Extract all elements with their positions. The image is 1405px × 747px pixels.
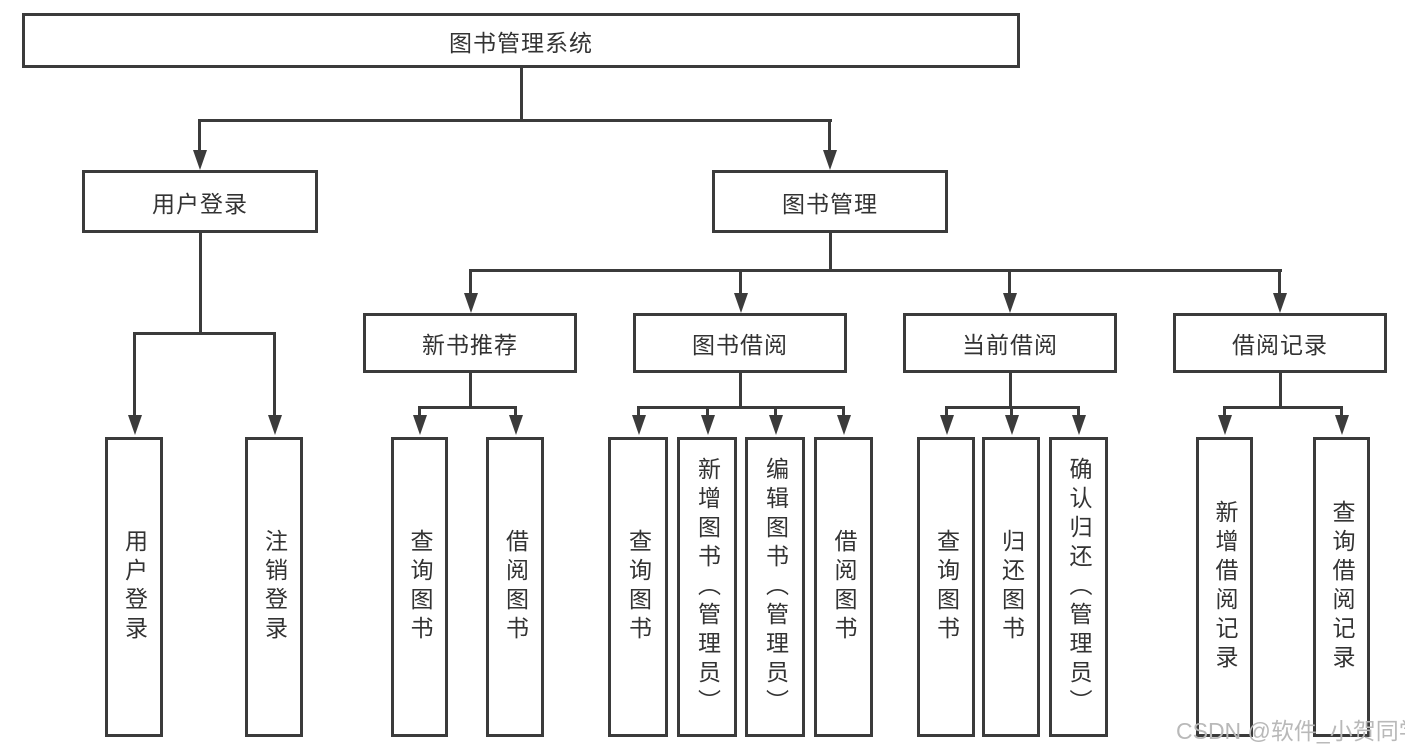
node-root: 图书管理系统 xyxy=(22,13,1020,68)
leaf-label: 注销登录 xyxy=(261,529,288,645)
down-arrow-icon xyxy=(1008,270,1011,293)
down-arrow-icon xyxy=(842,407,845,415)
down-arrow-icon xyxy=(1278,270,1281,293)
connector-records-rail xyxy=(1223,406,1343,409)
leaf-recommend-borrow-books: 借阅图书 xyxy=(486,437,544,737)
connector-recommend-stem xyxy=(469,372,472,407)
node-book-borrowing-label: 图书借阅 xyxy=(692,332,788,358)
leaf-user-login: 用户登录 xyxy=(105,437,163,737)
down-arrow-icon xyxy=(706,407,709,415)
leaf-label: 归还图书 xyxy=(998,529,1025,645)
leaf-records-query-record: 查询借阅记录 xyxy=(1313,437,1370,737)
leaf-label: 查询图书 xyxy=(933,529,960,645)
connector-borrowing-rail xyxy=(637,406,845,409)
down-arrow-icon xyxy=(198,120,201,150)
node-new-book-recommendation-label: 新书推荐 xyxy=(422,332,518,358)
connector-root-rail xyxy=(198,119,832,122)
node-user-login-label: 用户登录 xyxy=(152,190,248,217)
leaf-label: 新增借阅记录 xyxy=(1212,500,1238,674)
connector-root-stem xyxy=(520,66,523,120)
connector-current-stem xyxy=(1009,372,1012,407)
leaf-label: 编辑图书（管理员） xyxy=(762,456,789,718)
connector-user-login-stem xyxy=(199,232,202,333)
down-arrow-icon xyxy=(1223,407,1226,415)
node-new-book-recommendation: 新书推荐 xyxy=(363,313,577,373)
down-arrow-icon xyxy=(514,407,517,415)
node-current-borrowing-label: 当前借阅 xyxy=(962,332,1058,358)
connector-borrowing-stem xyxy=(739,372,742,407)
node-borrowing-records-label: 借阅记录 xyxy=(1232,332,1328,358)
leaf-label: 确认归还（管理员） xyxy=(1066,456,1092,718)
watermark: CSDN @软件_小贺同学 xyxy=(1176,718,1405,744)
down-arrow-icon xyxy=(273,333,276,415)
leaf-label: 新增图书（管理员） xyxy=(694,456,721,718)
connector-book-mgmt-stem xyxy=(829,232,832,270)
node-book-management: 图书管理 xyxy=(712,170,948,233)
leaf-logout: 注销登录 xyxy=(245,437,303,737)
leaf-borrow-add-books-admin: 新增图书（管理员） xyxy=(677,437,737,737)
leaf-borrow-borrow-books: 借阅图书 xyxy=(814,437,873,737)
down-arrow-icon xyxy=(828,120,831,150)
leaf-borrow-edit-books-admin: 编辑图书（管理员） xyxy=(745,437,805,737)
connector-recommend-rail xyxy=(418,406,517,409)
node-borrowing-records: 借阅记录 xyxy=(1173,313,1387,373)
leaf-label: 借阅图书 xyxy=(502,529,529,645)
down-arrow-icon xyxy=(418,407,421,415)
connector-records-stem xyxy=(1279,372,1282,407)
leaf-current-return-books: 归还图书 xyxy=(982,437,1040,737)
leaf-current-query-books: 查询图书 xyxy=(917,437,975,737)
down-arrow-icon xyxy=(133,333,136,415)
leaf-recommend-query-books: 查询图书 xyxy=(391,437,448,737)
connector-user-login-rail xyxy=(133,332,276,335)
down-arrow-icon xyxy=(1077,407,1080,415)
node-book-borrowing: 图书借阅 xyxy=(633,313,847,373)
connector-book-mgmt-rail xyxy=(469,269,1282,272)
down-arrow-icon xyxy=(1340,407,1343,415)
leaf-borrow-query-books: 查询图书 xyxy=(608,437,668,737)
leaf-label: 用户登录 xyxy=(121,529,148,645)
down-arrow-icon xyxy=(1010,407,1013,415)
down-arrow-icon xyxy=(774,407,777,415)
down-arrow-icon xyxy=(739,270,742,293)
down-arrow-icon xyxy=(469,270,472,293)
node-book-management-label: 图书管理 xyxy=(782,190,878,217)
leaf-label: 借阅图书 xyxy=(831,529,857,645)
node-current-borrowing: 当前借阅 xyxy=(903,313,1117,373)
down-arrow-icon xyxy=(945,407,948,415)
node-root-label: 图书管理系统 xyxy=(449,29,593,56)
leaf-label: 查询图书 xyxy=(407,529,433,645)
down-arrow-icon xyxy=(637,407,640,415)
node-user-login: 用户登录 xyxy=(82,170,318,233)
leaf-current-confirm-return-admin: 确认归还（管理员） xyxy=(1049,437,1108,737)
leaf-label: 查询借阅记录 xyxy=(1329,500,1355,674)
leaf-records-add-record: 新增借阅记录 xyxy=(1196,437,1253,737)
leaf-label: 查询图书 xyxy=(625,529,652,645)
